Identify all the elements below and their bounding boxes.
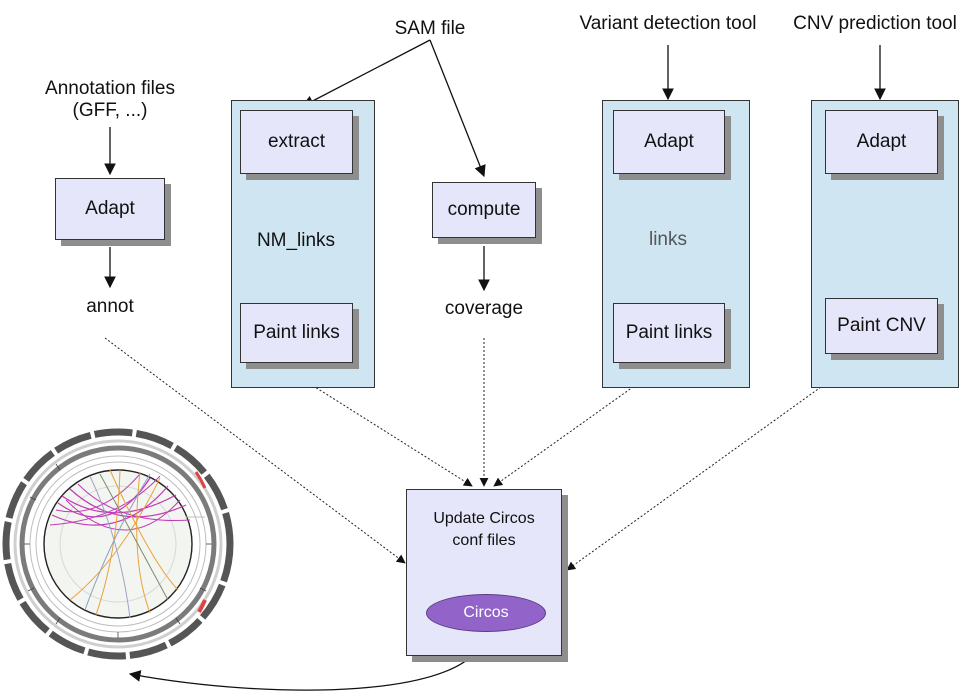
cnv-adapt-box: Adapt — [825, 110, 938, 174]
sam-file-label: SAM file — [394, 18, 466, 39]
nm-links-label: NM_links — [256, 230, 336, 251]
annotation-files-line1: Annotation files — [45, 78, 175, 99]
annot-output-label: annot — [86, 296, 134, 317]
arrow-circos-to-plot — [128, 632, 485, 691]
annotation-files-line2: (GFF, ...) — [72, 100, 148, 121]
coverage-output-label: coverage — [444, 298, 524, 319]
circos-node: Circos — [426, 594, 546, 632]
arrow-sam-to-compute — [429, 39, 486, 178]
variant-adapt-box: Adapt — [613, 110, 725, 174]
update-circos-line1: Update Circos — [433, 510, 535, 527]
dotted-cnv-to-update — [566, 365, 851, 571]
dotted-variant-to-update — [493, 381, 641, 487]
variant-links-label: links — [648, 229, 687, 250]
sam-paint-links-box: Paint links — [240, 303, 353, 363]
variant-tool-label: Variant detection tool — [579, 13, 757, 34]
paint-cnv-box: Paint CNV — [825, 298, 938, 354]
cnv-tool-label: CNV prediction tool — [793, 13, 957, 34]
extract-box: extract — [240, 110, 353, 174]
update-circos-line2: conf files — [452, 532, 516, 549]
compute-box: compute — [432, 182, 536, 238]
circos-plot-thumbnail — [2, 428, 234, 660]
annotation-adapt-box: Adapt — [55, 178, 165, 240]
dotted-annot-to-update — [104, 337, 406, 564]
annotation-files-label: Annotation files (GFF, ...) — [30, 78, 190, 122]
arrow-sam-to-extract — [301, 39, 431, 107]
dotted-nmlinks-to-update — [295, 374, 473, 487]
update-circos-text: Update Circos conf files — [407, 508, 561, 552]
variant-paint-links-box: Paint links — [613, 303, 725, 363]
